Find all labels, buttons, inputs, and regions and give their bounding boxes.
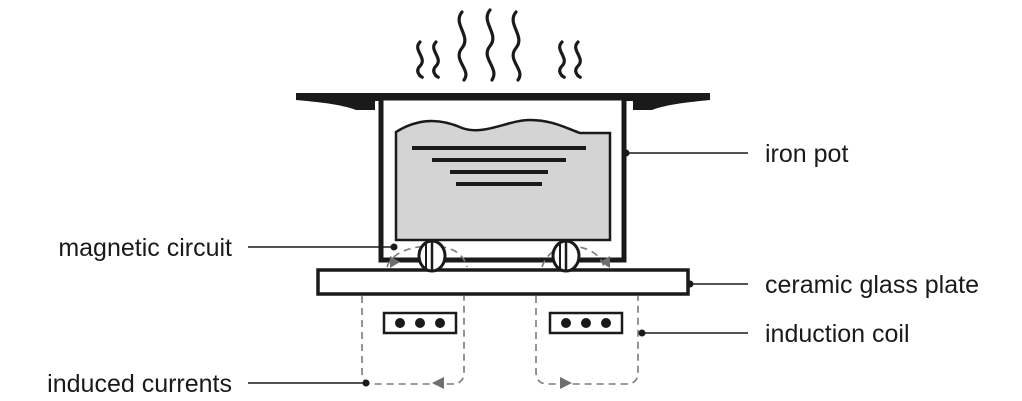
leader-induced-currents (248, 379, 370, 387)
leader-ceramic-glass-plate (686, 280, 748, 288)
arrow-icon (600, 256, 610, 268)
leader-magnetic-circuit (248, 243, 398, 251)
label-induction-coil: induction coil (765, 320, 910, 348)
flux-symbol-left-icon (417, 239, 447, 273)
ceramic-glass-plate (316, 268, 690, 296)
leader-induction-coil (638, 329, 748, 337)
label-ceramic-glass-plate: ceramic glass plate (765, 271, 979, 299)
label-magnetic-circuit: magnetic circuit (58, 234, 232, 262)
label-induced-currents: induced currents (47, 370, 232, 398)
induction-coil-right (548, 311, 624, 335)
arrow-icon (432, 377, 444, 389)
heat-lines (412, 146, 586, 186)
steam-icon (416, 8, 582, 82)
arrow-icon (390, 256, 400, 268)
leader-iron-pot (622, 149, 748, 157)
pot-contents (394, 118, 612, 242)
arrow-icon (560, 377, 572, 389)
flux-symbol-right-icon (551, 239, 581, 273)
induced-current-loops (361, 296, 639, 389)
induction-coil-left (382, 311, 458, 335)
label-iron-pot: iron pot (765, 140, 848, 168)
